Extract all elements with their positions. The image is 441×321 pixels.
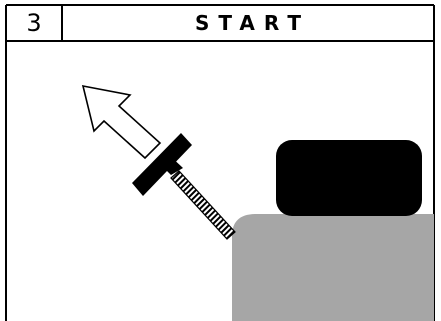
step-title: START bbox=[62, 5, 434, 41]
engine-body bbox=[232, 214, 434, 321]
starter-rope bbox=[171, 171, 235, 239]
fuel-tank bbox=[276, 140, 422, 216]
pull-direction-arrow-icon bbox=[83, 86, 160, 158]
step-number: 3 bbox=[6, 5, 62, 41]
